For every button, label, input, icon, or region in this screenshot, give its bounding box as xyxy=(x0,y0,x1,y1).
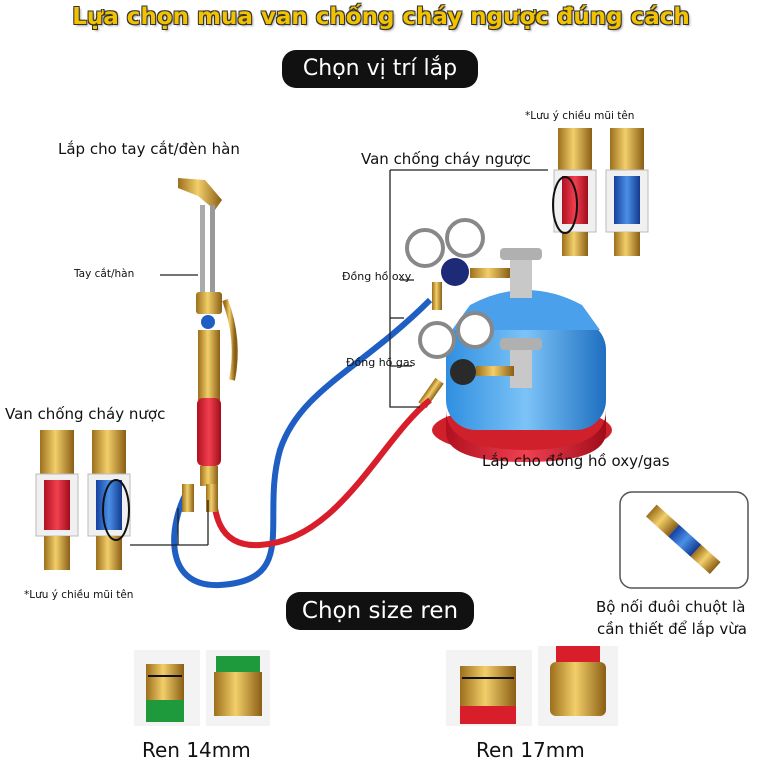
section-size-heading: Chọn size ren xyxy=(286,592,474,630)
callout-lines xyxy=(130,169,548,546)
valve-top-label: Van chống cháy ngược xyxy=(361,150,531,168)
hose-barb-inset xyxy=(619,491,749,589)
arrow-note-left: *Lưu ý chiều mũi tên xyxy=(24,589,134,601)
oxygen-hose xyxy=(171,297,433,589)
hose-barb-line1: Bộ nối đuôi chuột là xyxy=(596,598,746,616)
torch-label: Tay cắt/hàn xyxy=(74,268,135,280)
thread-14mm-photo xyxy=(134,650,270,726)
section-position-heading: Chọn vị trí lắp xyxy=(282,50,478,88)
flashback-valves-top xyxy=(552,128,649,256)
size-14-label: Ren 14mm xyxy=(142,738,251,762)
thread-17mm-photo xyxy=(446,646,618,726)
torch-mount-label: Lắp cho tay cắt/đèn hàn xyxy=(58,140,240,158)
gas-gauge-label: Đồng hồ gas xyxy=(346,356,416,369)
gas-hose xyxy=(209,397,432,549)
flashback-valves-left xyxy=(35,430,131,570)
hose-barb-line2: cần thiết để lắp vừa xyxy=(597,620,747,638)
valve-left-label: Van chống cháy nược xyxy=(5,405,166,423)
page-title: Lựa chọn mua van chống cháy ngược đúng c… xyxy=(72,4,690,30)
size-17-label: Ren 17mm xyxy=(476,738,585,762)
cutting-torch xyxy=(178,178,238,512)
arrow-note-top: *Lưu ý chiều mũi tên xyxy=(525,110,635,122)
oxygen-regulator xyxy=(405,218,510,310)
regulator-mount-label: Lắp cho đồng hồ oxy/gas xyxy=(482,452,670,470)
oxy-gauge-label: Đồng hồ oxy xyxy=(342,270,412,283)
